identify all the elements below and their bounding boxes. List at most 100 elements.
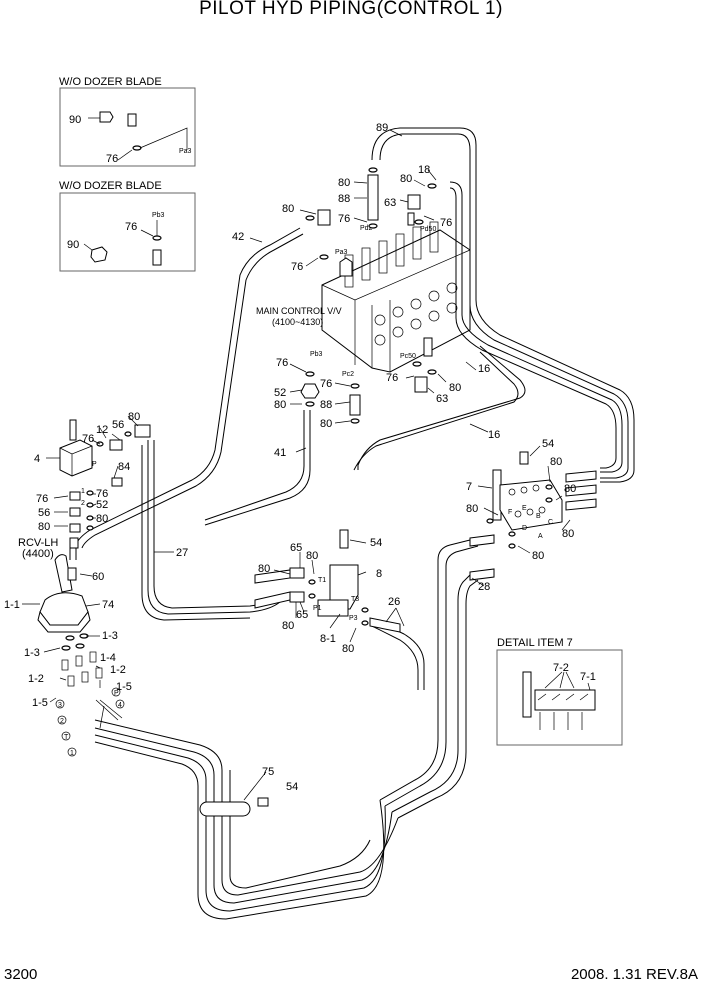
inset-wo-dozer-1: W/O DOZER BLADE 90 76 Pa3 <box>59 76 196 167</box>
callout-label: P <box>92 461 97 468</box>
callout-label: 80 <box>306 550 318 562</box>
callout-label: 4 <box>118 702 122 709</box>
callout-label: 63 <box>436 393 448 405</box>
callout-label: Pc50 <box>400 353 416 360</box>
callout-label: 16 <box>488 429 500 441</box>
callout-leaders <box>22 129 571 703</box>
callout-label: 80 <box>449 382 461 394</box>
callout-label: 1-3 <box>24 647 40 659</box>
callout-label: 88 <box>320 399 332 411</box>
callout-label: Pd50 <box>420 226 436 233</box>
callout-label: P1 <box>313 605 322 612</box>
callout-label: Pc2 <box>342 371 354 378</box>
clamp-75 <box>199 771 269 817</box>
callout-label: 26 <box>388 596 400 608</box>
rcv-lh-joystick: 3 2 T 1 P 4 <box>37 554 125 757</box>
callout-label: 76 <box>82 433 94 445</box>
callout-label: 80 <box>128 411 140 423</box>
callout-label: 7-1 <box>580 671 596 683</box>
callout-label: 80 <box>564 483 576 495</box>
callout-label: 12 <box>96 424 108 436</box>
callout-label: 80 <box>282 620 294 632</box>
callout-label: 3 <box>58 702 62 709</box>
callout-label: 80 <box>338 177 350 189</box>
callout-label: 52 <box>274 387 286 399</box>
callout-label: 1-5 <box>116 681 132 693</box>
callout-label: 1-2 <box>110 664 126 676</box>
callout-label: D <box>522 525 527 532</box>
callout-label: 80 <box>562 528 574 540</box>
callout-label: 80 <box>532 550 544 562</box>
callout-label: 80 <box>550 456 562 468</box>
callout-label: A <box>538 533 543 540</box>
callout-label: 16 <box>478 363 490 375</box>
callout-label: 1-4 <box>100 652 116 664</box>
callout-label: 76 <box>386 372 398 384</box>
callout-label: 80 <box>342 643 354 655</box>
callout-label: 56 <box>38 507 50 519</box>
callout-label: 90 <box>67 239 79 251</box>
callout-label: 1 <box>70 750 74 757</box>
callout-label: 80 <box>282 203 294 215</box>
callout-label: 80 <box>38 521 50 533</box>
callout-label: 28 <box>478 581 490 593</box>
callout-label: 76 <box>291 261 303 273</box>
bracket-8: T1 T3 P1 P3 <box>254 529 401 633</box>
callout-label: 1-5 <box>32 697 48 709</box>
callout-label: 76 <box>106 153 118 165</box>
callout-label: 54 <box>286 781 298 793</box>
callout-label: 7-2 <box>553 662 569 674</box>
callout-label: 75 <box>262 766 274 778</box>
callout-label: 76 <box>36 493 48 505</box>
callout-label: 1-2 <box>28 673 44 685</box>
callout-label: (4400) <box>22 548 54 560</box>
callout-label: 2 <box>81 500 85 507</box>
callout-label: 76 <box>276 357 288 369</box>
callout-label: 1 <box>81 488 85 495</box>
callout-label: 63 <box>384 197 396 209</box>
callout-label: Pd2 <box>360 225 373 232</box>
callout-label: Pa3 <box>179 148 192 155</box>
callout-label: 80 <box>258 563 270 575</box>
callout-label: 65 <box>290 542 302 554</box>
callout-label: 89 <box>376 122 388 134</box>
block-7: F E B C D A <box>469 451 597 581</box>
callout-label: 56 <box>112 419 124 431</box>
callout-label: Pb3 <box>152 212 165 219</box>
hoses <box>69 127 635 920</box>
callout-label: 80 <box>96 513 108 525</box>
callout-label: 60 <box>92 571 104 583</box>
callout-label: 65 <box>296 609 308 621</box>
inset-detail-item-7: DETAIL ITEM 7 7-2 7-1 <box>496 637 623 746</box>
revision-date: 2008. 1.31 REV.8A <box>570 966 698 983</box>
callout-label: 42 <box>232 231 244 243</box>
callout-label: Pa3 <box>335 249 348 256</box>
callout-label: 52 <box>96 499 108 511</box>
callout-label: 84 <box>118 461 130 473</box>
callout-label: P <box>114 690 119 697</box>
callout-label: MAIN CONTROL V/V <box>256 306 342 316</box>
callout-label: 27 <box>176 547 188 559</box>
callout-label: 80 <box>400 173 412 185</box>
callout-label: 4 <box>34 453 40 465</box>
callout-label: RCV-LH <box>18 537 58 549</box>
mcv-fittings <box>300 167 437 424</box>
callout-label: W/O DOZER BLADE <box>59 180 162 192</box>
callout-label: 7 <box>466 481 472 493</box>
pilot-valve-4: P 1 2 <box>59 419 151 549</box>
callout-label: 80 <box>320 418 332 430</box>
callout-label: P3 <box>349 615 358 622</box>
callout-label: 41 <box>274 447 286 459</box>
callout-label: 54 <box>542 438 554 450</box>
callout-label: T3 <box>351 596 359 603</box>
callout-label: (4100~4130) <box>272 317 323 327</box>
callout-label: 8-1 <box>320 633 336 645</box>
callout-label: T1 <box>318 577 326 584</box>
callout-label: 80 <box>274 399 286 411</box>
callout-label: 76 <box>96 488 108 500</box>
page-number: 3200 <box>4 966 38 983</box>
callout-label: 54 <box>370 537 382 549</box>
callout-label: DETAIL ITEM 7 <box>497 637 573 649</box>
